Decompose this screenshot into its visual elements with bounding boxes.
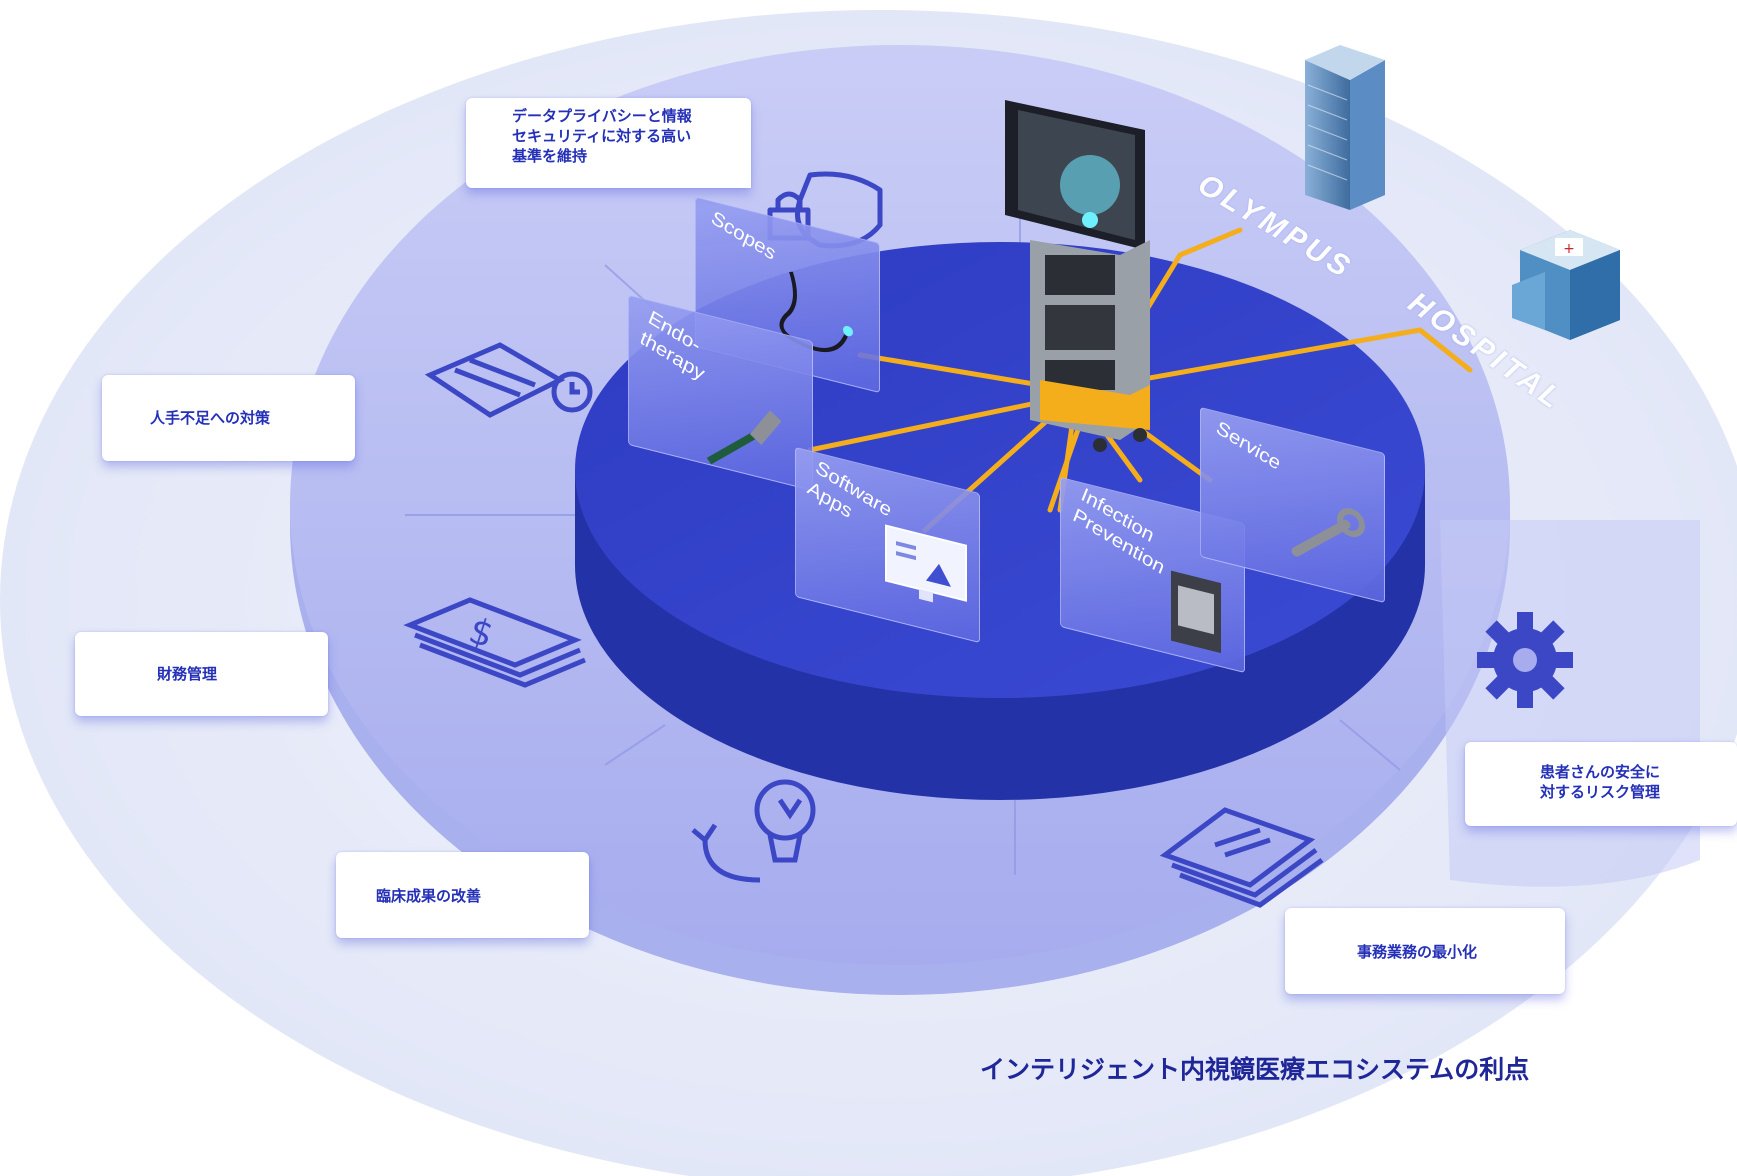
callout-clinical: 臨床成果の改善 — [336, 852, 589, 938]
building-plan-clock-icon — [424, 342, 593, 418]
panel-infection-prevention: Infection Prevention — [1060, 476, 1245, 674]
monitor-icon — [885, 524, 967, 603]
callout-financial: 財務管理 — [75, 632, 328, 716]
panel-endotherapy: Endo- therapy — [628, 294, 813, 492]
panel-service-label: Service — [1213, 417, 1284, 475]
panel-scopes: Scopes — [695, 196, 880, 394]
endoscope-icon — [779, 271, 853, 353]
hospital-building-icon: + — [1512, 230, 1620, 340]
panel-scopes-label: Scopes — [708, 207, 779, 265]
lightbulb-cycle-icon — [691, 779, 816, 883]
callout-labor-shortage: 人手不足への対策 — [102, 375, 355, 461]
callout-clinical-text: 臨床成果の改善 — [376, 887, 482, 905]
endotherapy-tool-icon — [706, 410, 782, 465]
callout-patient-safety: 患者さんの安全に 対するリスク管理 — [1465, 742, 1737, 826]
wrench-icon — [1291, 508, 1365, 557]
panel-service: Service — [1200, 406, 1385, 604]
callout-data-privacy-text: データプライバシーと情報 セキュリティに対する高い 基準を維持 — [512, 107, 692, 165]
endoscope-tower-icon — [1005, 100, 1150, 452]
callout-admin-text: 事務業務の最小化 — [1357, 943, 1478, 961]
panel-endotherapy-label: Endo- therapy — [637, 307, 708, 385]
callout-data-privacy: データプライバシーと情報 セキュリティに対する高い 基準を維持 — [466, 98, 751, 188]
svg-text:+: + — [1563, 241, 1575, 257]
callout-admin: 事務業務の最小化 — [1285, 908, 1565, 994]
documents-icon — [1159, 807, 1324, 908]
tower-building-icon — [1305, 45, 1385, 210]
callout-financial-text: 財務管理 — [157, 665, 218, 683]
washer-icon — [1171, 570, 1221, 654]
callout-patient-text: 患者さんの安全に 対するリスク管理 — [1540, 763, 1661, 801]
panel-software-apps: Software Apps — [795, 446, 980, 644]
callout-labor-text: 人手不足への対策 — [150, 409, 271, 427]
gear-icon — [1477, 612, 1573, 708]
diagram-caption: インテリジェント内視鏡医療エコシステムの利点 — [980, 1055, 1530, 1084]
ring-cutout — [1440, 520, 1700, 887]
